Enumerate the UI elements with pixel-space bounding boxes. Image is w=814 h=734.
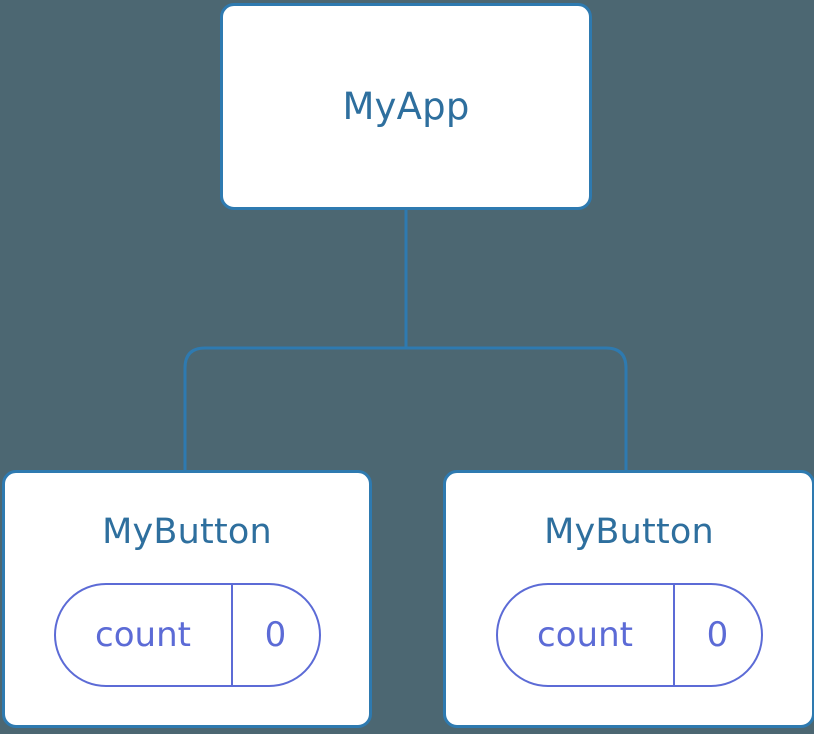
edge-root-to-child-1 [406,346,628,472]
state-key: count [56,585,233,685]
node-mybutton-0[interactable]: MyButton count 0 [2,470,372,728]
edge-root-to-child-0 [183,346,406,472]
node-mybutton-1[interactable]: MyButton count 0 [443,470,814,728]
state-pill[interactable]: count 0 [495,583,763,687]
state-value: 0 [264,615,287,655]
node-title: MyButton [544,512,714,552]
node-title: MyButton [102,512,272,552]
node-title: MyApp [342,85,470,128]
node-myapp[interactable]: MyApp [220,3,592,210]
state-pill[interactable]: count 0 [53,583,321,687]
state-value: 0 [706,615,729,655]
state-key: count [498,585,675,685]
